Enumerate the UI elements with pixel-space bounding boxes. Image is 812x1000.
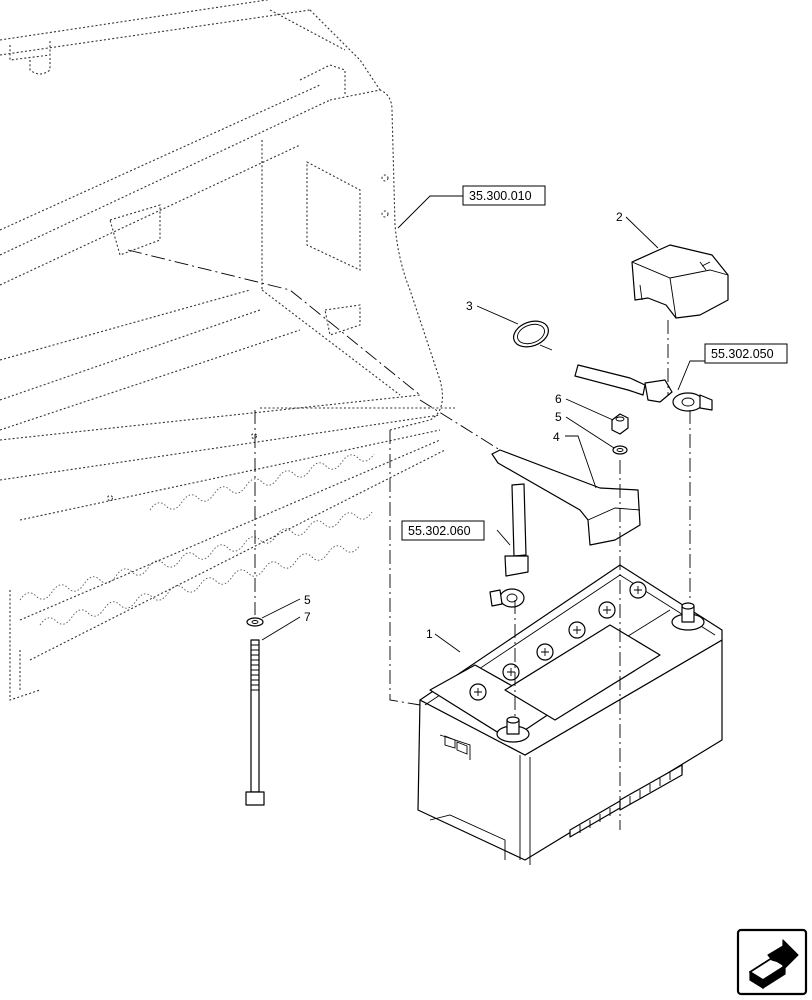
washer-upper	[612, 445, 628, 455]
ref-pos-cable: 55.302.050	[711, 347, 774, 361]
ref-box-frame	[462, 185, 546, 206]
callout-1: 1	[426, 627, 433, 641]
hold-down-clamp	[491, 449, 641, 546]
vent-grille	[569, 764, 683, 838]
ref-neg-cable: 55.302.060	[408, 524, 471, 538]
nut	[611, 413, 629, 435]
reference-boxes: 35.300.010 55.302.050 55.302.060	[401, 185, 788, 541]
callout-2: 2	[616, 210, 623, 224]
cell-caps	[469, 581, 647, 701]
positive-cable-end	[574, 364, 713, 412]
ref-box-neg-cable	[401, 520, 485, 541]
callout-6: 6	[555, 392, 562, 406]
negative-cable-end	[489, 483, 529, 608]
next-page-arrow-icon[interactable]	[736, 928, 808, 996]
callout-labels: 1 2 3 4 5 6 5 7	[304, 210, 623, 641]
frame-phantom	[0, 0, 455, 701]
ref-box-pos-cable	[704, 343, 788, 364]
callout-5-upper: 5	[555, 410, 562, 424]
terminal-cover	[631, 244, 729, 319]
cable-strap	[512, 320, 553, 351]
assembly-lines	[127, 249, 691, 830]
callout-3: 3	[466, 299, 473, 313]
callout-7: 7	[304, 610, 311, 624]
bolt	[245, 617, 265, 806]
ref-frame: 35.300.010	[469, 189, 532, 203]
callout-5-lower: 5	[304, 593, 311, 607]
battery-terminals	[496, 602, 705, 743]
callout-4: 4	[553, 430, 560, 444]
battery	[417, 564, 723, 865]
leader-lines	[261, 195, 705, 653]
